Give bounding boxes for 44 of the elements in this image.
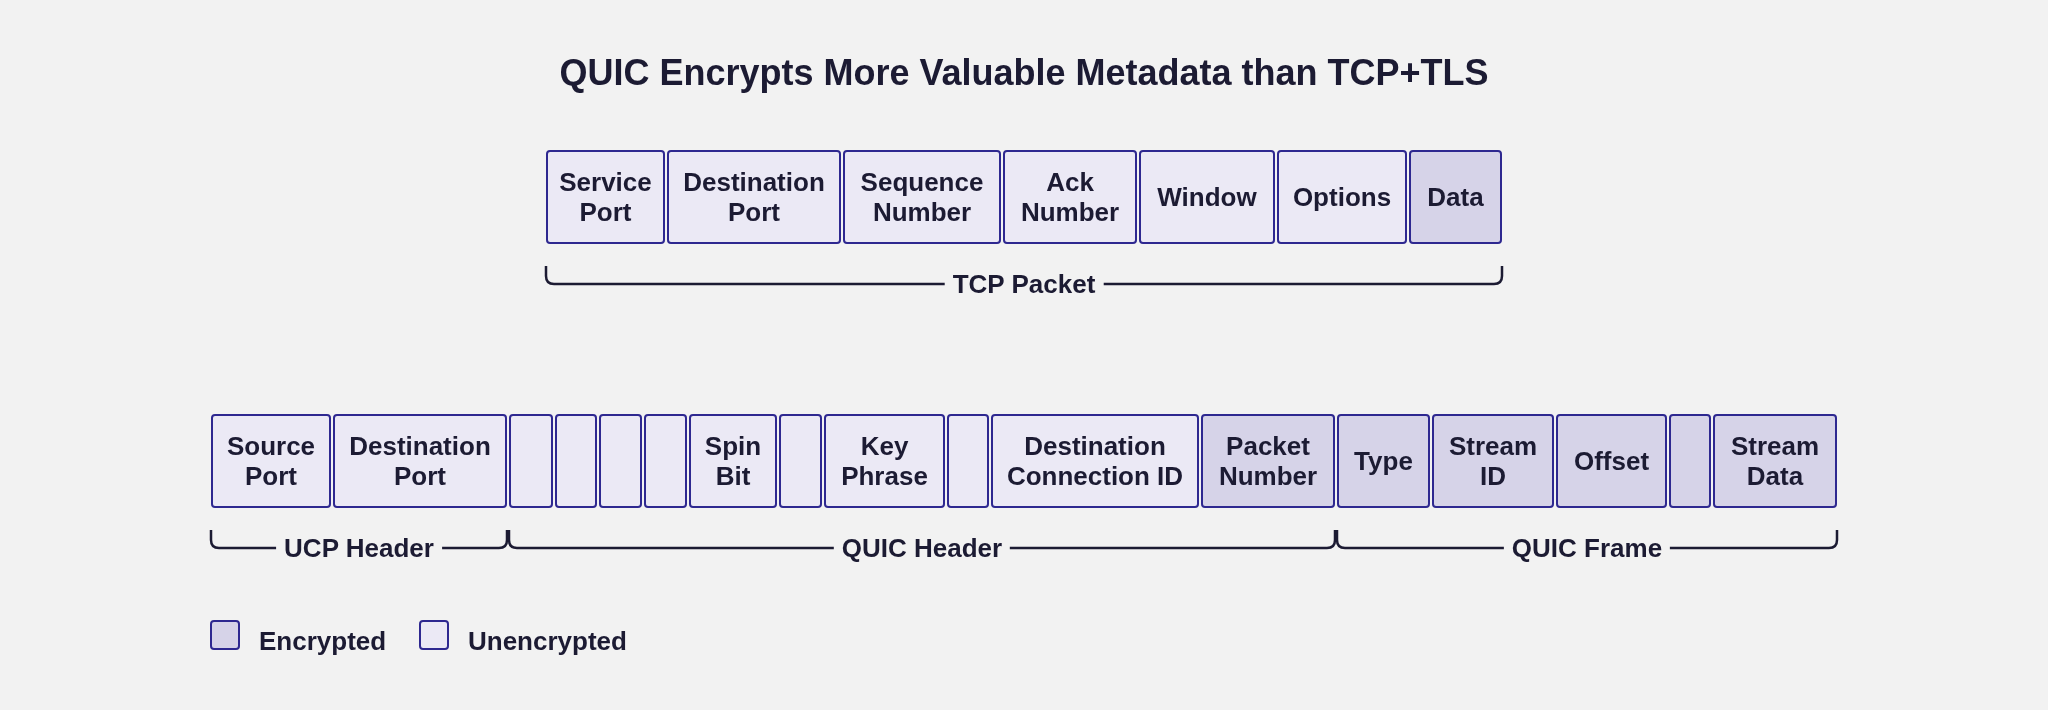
packet-field xyxy=(1556,414,1667,508)
packet-field xyxy=(1713,414,1837,508)
field-label: Stream Data xyxy=(1729,431,1821,491)
packet-field xyxy=(333,414,507,508)
packet-field xyxy=(667,150,841,244)
empty-packet-field xyxy=(644,414,687,508)
diagram-title: QUIC Encrypts More Valuable Metadata than TCP+TLS xyxy=(558,52,1490,94)
field-label: Options xyxy=(1291,182,1393,212)
packet-field xyxy=(1409,150,1502,244)
empty-packet-field xyxy=(509,414,553,508)
field-label: Service Port xyxy=(558,167,653,227)
packet-field xyxy=(991,414,1199,508)
field-label: Packet Number xyxy=(1217,431,1319,491)
packet-field xyxy=(1139,150,1275,244)
packet-field xyxy=(1277,150,1407,244)
field-label: Spin Bit xyxy=(703,431,763,491)
packet-field xyxy=(211,414,331,508)
field-label: Source Port xyxy=(225,431,317,491)
field-label: Key Phrase xyxy=(840,431,929,491)
field-label: Destination Connection ID xyxy=(1005,431,1185,491)
packet-field xyxy=(824,414,945,508)
field-label: Destination Port xyxy=(682,167,826,227)
packet-field xyxy=(843,150,1001,244)
field-label: Ack Number xyxy=(1019,167,1121,227)
legend-label: Encrypted xyxy=(259,626,387,656)
field-label: Data xyxy=(1426,182,1485,212)
empty-packet-field xyxy=(599,414,642,508)
packet-field xyxy=(689,414,777,508)
packet-field xyxy=(1432,414,1554,508)
field-label: Destination Port xyxy=(348,431,492,491)
legend-label: Unencrypted xyxy=(468,626,627,656)
packet-field xyxy=(546,150,665,244)
field-label: Type xyxy=(1353,446,1414,476)
field-label: Sequence Number xyxy=(859,167,985,227)
packet-field xyxy=(1337,414,1430,508)
field-label: Window xyxy=(1156,182,1258,212)
empty-packet-field xyxy=(555,414,597,508)
empty-packet-field xyxy=(947,414,989,508)
packet-field xyxy=(1003,150,1137,244)
empty-packet-field xyxy=(1669,414,1711,508)
packet-field xyxy=(1201,414,1335,508)
field-label: Offset xyxy=(1572,446,1651,476)
field-label: Stream ID xyxy=(1447,431,1539,491)
empty-packet-field xyxy=(779,414,822,508)
